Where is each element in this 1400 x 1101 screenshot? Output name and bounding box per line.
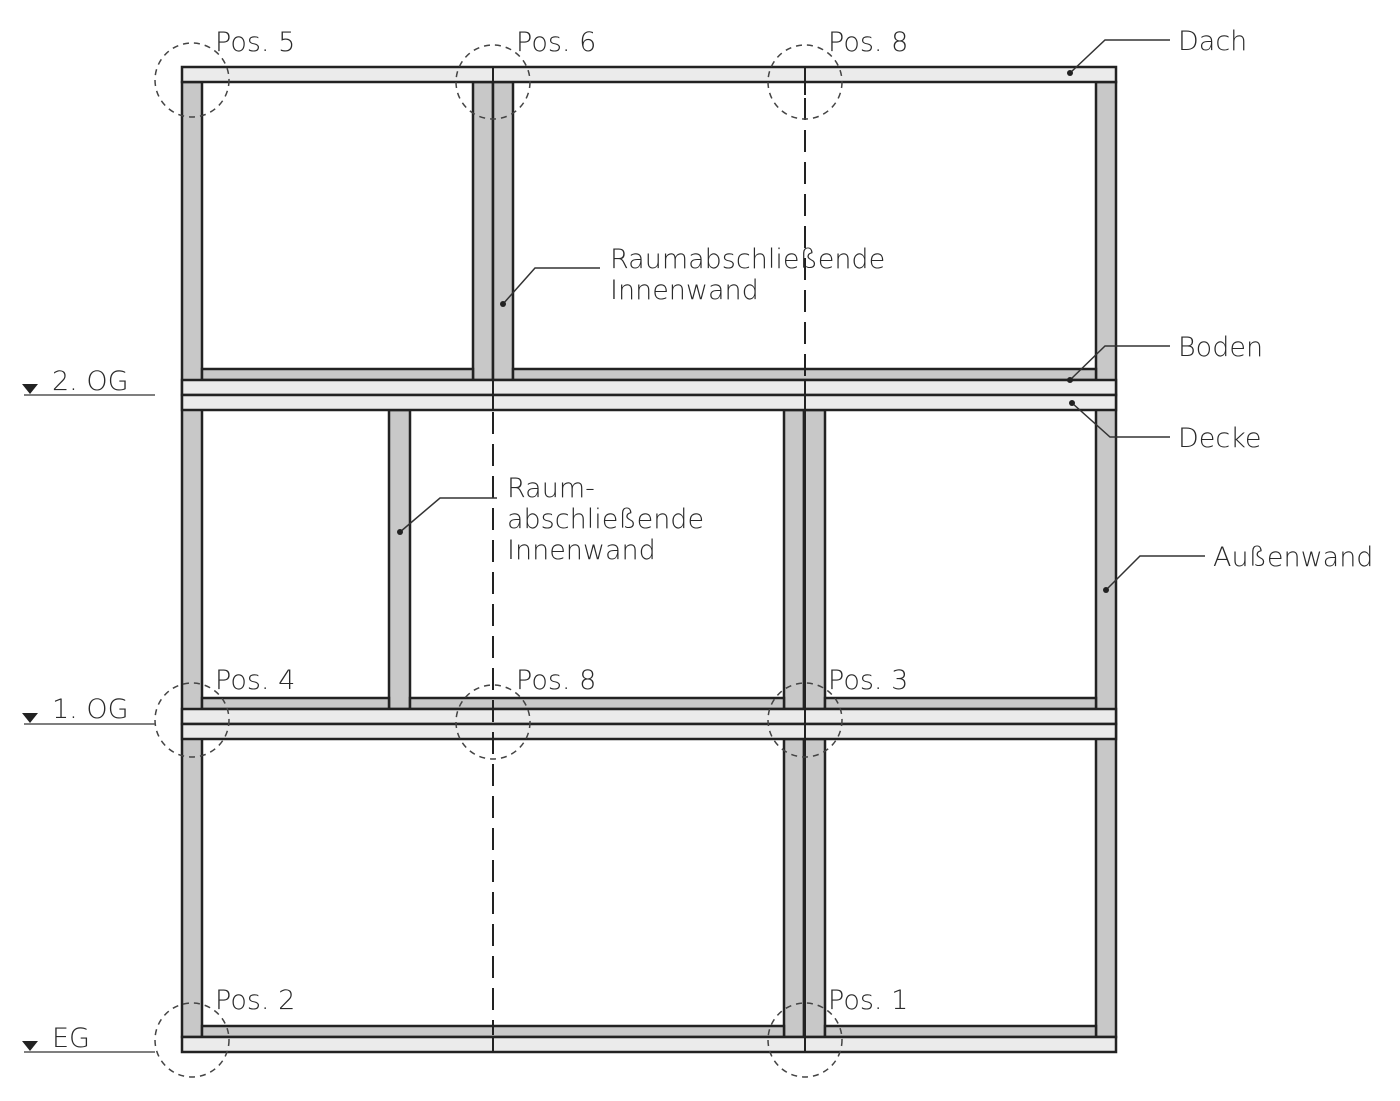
slabs <box>180 65 1118 1054</box>
detail-circle <box>154 42 230 118</box>
boden-strip <box>200 696 391 711</box>
pos-label: Pos. 4 <box>215 665 295 696</box>
inner-wall-mid <box>387 408 412 711</box>
label-innenwand-mid: abschließende <box>507 504 704 535</box>
pos-label: Pos. 1 <box>828 985 908 1016</box>
level-label: EG <box>52 1023 90 1054</box>
label-dach: Dach <box>1178 26 1247 57</box>
outer-wall-left <box>180 80 204 1039</box>
axis-lines <box>492 67 806 1052</box>
leader-dot <box>397 529 403 535</box>
slab-eg <box>180 1035 1118 1054</box>
pos-label: Pos. 5 <box>215 27 295 58</box>
boden-strip <box>823 696 1098 711</box>
boden-strip <box>823 1024 1098 1039</box>
pos-label: Pos. 8 <box>828 27 908 58</box>
label-aussenwand: Außenwand <box>1213 542 1373 573</box>
inner-wall-ground-a <box>782 737 806 1039</box>
pos-label: Pos. 8 <box>516 665 596 696</box>
detail-circle <box>767 682 843 758</box>
leader-innenwand-mid <box>399 497 497 533</box>
leader-dot <box>1069 400 1075 406</box>
detail-circle <box>154 682 230 758</box>
label-innenwand-mid: Innenwand <box>507 535 656 566</box>
inner-wall-top-b <box>491 80 515 382</box>
label-innenwand-top: Raumabschließende <box>610 244 885 275</box>
inner-wall-right-b <box>802 408 827 711</box>
slab-1og-lower <box>180 722 1118 741</box>
boden-strip <box>200 367 475 382</box>
label-boden: Boden <box>1178 332 1263 363</box>
detail-circle <box>455 684 531 760</box>
label-innenwand-mid: Raum- <box>507 473 595 504</box>
detail-circles <box>154 42 843 1078</box>
outer-wall-right <box>1094 80 1118 1039</box>
leader-dot <box>1067 377 1073 383</box>
detail-circle <box>767 44 843 120</box>
leader-dot <box>1103 587 1109 593</box>
slab-2og-upper <box>180 378 1118 397</box>
level-markers: 2. OG 1. OG EG <box>22 366 155 1054</box>
pos-label: Pos. 3 <box>828 665 908 696</box>
label-decke: Decke <box>1178 423 1262 454</box>
boden-strip <box>408 696 786 711</box>
level-triangle-icon <box>22 1041 38 1051</box>
roof-slab <box>180 65 1118 84</box>
leader-dach <box>1069 39 1170 74</box>
slab-1og-upper <box>180 707 1118 726</box>
leader-dot <box>1067 70 1073 76</box>
pos-label: Pos. 6 <box>516 27 596 58</box>
level-triangle-icon <box>22 713 38 723</box>
leader-decke <box>1071 402 1170 438</box>
level-label: 1. OG <box>52 694 129 725</box>
slab-2og-lower <box>180 393 1118 412</box>
inner-wall-top-a <box>471 80 495 382</box>
leaders <box>397 39 1205 593</box>
leader-boden <box>1069 345 1170 381</box>
detail-circle <box>455 44 531 120</box>
pos-label: Pos. 2 <box>215 985 295 1016</box>
walls <box>180 80 1118 1039</box>
leader-dot <box>500 301 506 307</box>
label-innenwand-top: Innenwand <box>610 275 759 306</box>
inner-wall-ground-b <box>802 737 827 1039</box>
detail-circle <box>154 1002 230 1078</box>
level-triangle-icon <box>22 384 38 394</box>
floor-finishes <box>200 367 1098 1039</box>
level-label: 2. OG <box>52 366 129 397</box>
inner-wall-right-a <box>782 408 806 711</box>
detail-circle <box>767 1002 843 1078</box>
leader-aussenwand <box>1105 555 1205 591</box>
leader-innenwand-top <box>502 267 600 305</box>
